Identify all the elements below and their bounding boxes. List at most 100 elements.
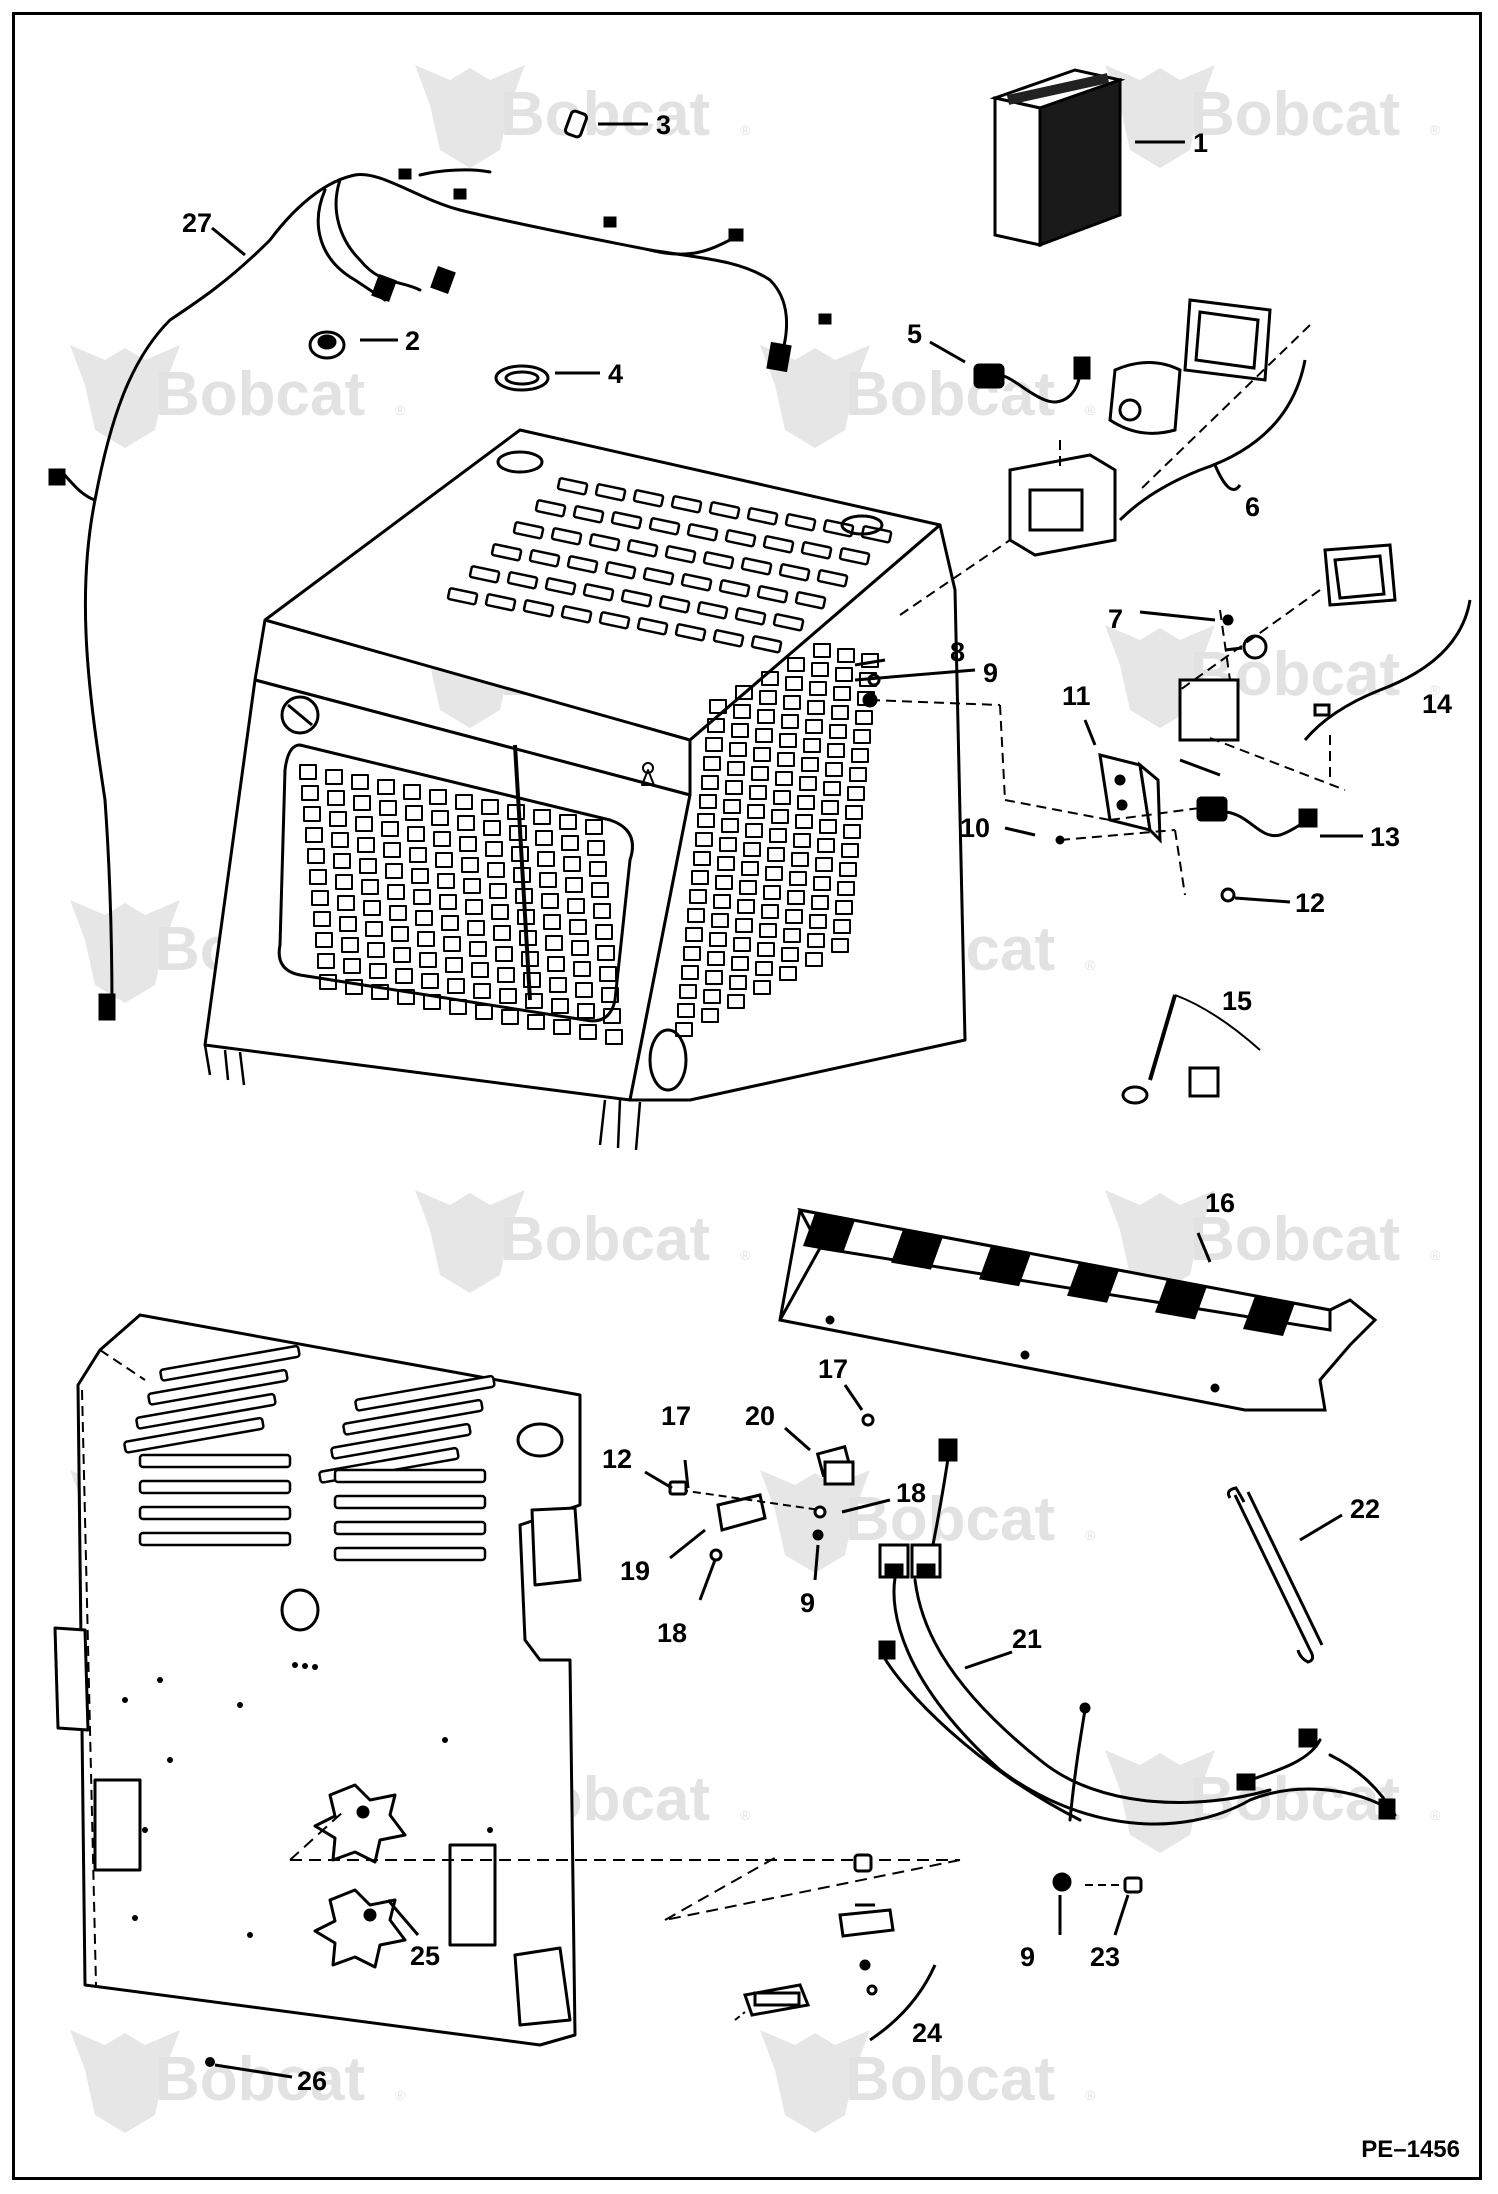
svg-text:®: ® — [1085, 957, 1096, 973]
roof-vent-slot — [594, 483, 627, 502]
mesh-cell — [489, 883, 507, 899]
mesh-cell — [759, 923, 777, 938]
roof-vent-slot — [506, 571, 539, 590]
mesh-cell — [471, 962, 489, 978]
mesh-cell — [467, 920, 485, 936]
mesh-cell — [795, 814, 813, 829]
mesh-cell — [727, 761, 745, 776]
callout-9b: 9 — [800, 1588, 815, 1618]
mesh-cell — [571, 940, 589, 956]
mesh-cell — [753, 980, 771, 995]
fasteners-lower — [1052, 1872, 1143, 1894]
vent-slot — [138, 1453, 292, 1469]
mesh-cell — [377, 779, 395, 795]
mesh-cell — [491, 904, 509, 920]
roof-vent-slot — [648, 517, 681, 536]
mesh-cell — [699, 794, 717, 809]
vent-slot — [123, 1416, 265, 1454]
roof-vent-slot — [642, 567, 675, 586]
roof-vent-slot — [484, 593, 517, 612]
mesh-cell — [721, 818, 739, 833]
mesh-cell — [573, 961, 591, 977]
callout-11: 11 — [1062, 681, 1091, 711]
bobcat-watermark: Bobcat® — [70, 2030, 406, 2133]
mesh-cell — [369, 963, 387, 979]
mesh-cell — [805, 719, 823, 734]
roof-vent-slot — [718, 579, 751, 598]
mesh-cell — [341, 937, 359, 953]
mesh-cell — [597, 945, 615, 961]
mesh-cell — [817, 838, 835, 853]
mesh-cell — [437, 873, 455, 889]
mesh-cell — [705, 737, 723, 752]
mesh-cell — [457, 815, 475, 831]
roof-vent-slot — [626, 539, 659, 558]
mesh-cell — [507, 804, 525, 820]
hazard-stripe — [1067, 1262, 1119, 1303]
mesh-cell — [691, 870, 709, 885]
mesh-cell — [745, 823, 763, 838]
mesh-cell — [317, 953, 335, 969]
callout-labels: 1 2 3 4 5 6 7 8 9 10 11 12 13 14 15 16 1… — [182, 110, 1452, 2096]
mesh-cell — [603, 1008, 621, 1024]
mesh-cell — [553, 1019, 571, 1035]
mesh-cell — [723, 799, 741, 814]
vent-slot — [138, 1505, 292, 1521]
mesh-cell — [827, 743, 845, 758]
mesh-cell — [815, 857, 833, 872]
roof-vent-slot — [794, 591, 827, 610]
small-parts-top — [308, 68, 1472, 1105]
mesh-cell — [771, 809, 789, 824]
mesh-cell — [335, 874, 353, 890]
mesh-cell — [527, 1014, 545, 1030]
mesh-cell — [845, 805, 863, 820]
mesh-cell — [835, 667, 853, 682]
vent-slot — [354, 1374, 496, 1412]
callout-14: 14 — [1422, 689, 1452, 719]
mesh-cell — [313, 911, 331, 927]
vent-slot — [333, 1468, 487, 1484]
mesh-cell — [343, 958, 361, 974]
knockout-starburst-2 — [313, 1888, 407, 1969]
part-1-cover — [989, 68, 1126, 248]
callout-3: 3 — [656, 110, 671, 140]
vent-slot — [333, 1546, 487, 1562]
vent-slot — [147, 1368, 289, 1406]
mesh-cell — [717, 856, 735, 871]
bobcat-watermark: Bobcat® — [415, 65, 751, 168]
mesh-cell — [843, 824, 861, 839]
mesh-cell — [439, 894, 457, 910]
mesh-cell — [331, 832, 349, 848]
mesh-cell — [499, 988, 517, 1004]
mesh-cell — [575, 982, 593, 998]
vent-slot — [138, 1479, 292, 1495]
mesh-cell — [345, 979, 363, 995]
mesh-cell — [543, 914, 561, 930]
mesh-cell — [697, 813, 715, 828]
mesh-cell — [361, 879, 379, 895]
mesh-cell — [805, 952, 823, 967]
callout-26: 26 — [297, 2066, 327, 2096]
callout-23: 23 — [1090, 1942, 1120, 1972]
vent-slot — [135, 1392, 277, 1430]
mesh-cell — [481, 799, 499, 815]
mesh-cell — [469, 941, 487, 957]
mesh-cell — [431, 810, 449, 826]
roof-vent-slot — [544, 577, 577, 596]
roof-vent-slot — [550, 527, 583, 546]
assembly-lines-top — [869, 324, 1346, 896]
mesh-cell — [739, 880, 757, 895]
mesh-cell — [301, 785, 319, 801]
part-21-harness — [878, 1438, 1397, 1826]
mesh-cell — [801, 757, 819, 772]
mesh-cell — [757, 942, 775, 957]
bobcat-watermark: Bobcat® — [1105, 1190, 1441, 1293]
mesh-cell — [329, 811, 347, 827]
wire-harness-main — [48, 168, 832, 1021]
part-3-plug — [564, 109, 588, 139]
mesh-cell — [841, 843, 859, 858]
svg-text:Bobcat: Bobcat — [845, 1485, 1055, 1554]
mesh-cell — [395, 968, 413, 984]
mesh-cell — [413, 889, 431, 905]
